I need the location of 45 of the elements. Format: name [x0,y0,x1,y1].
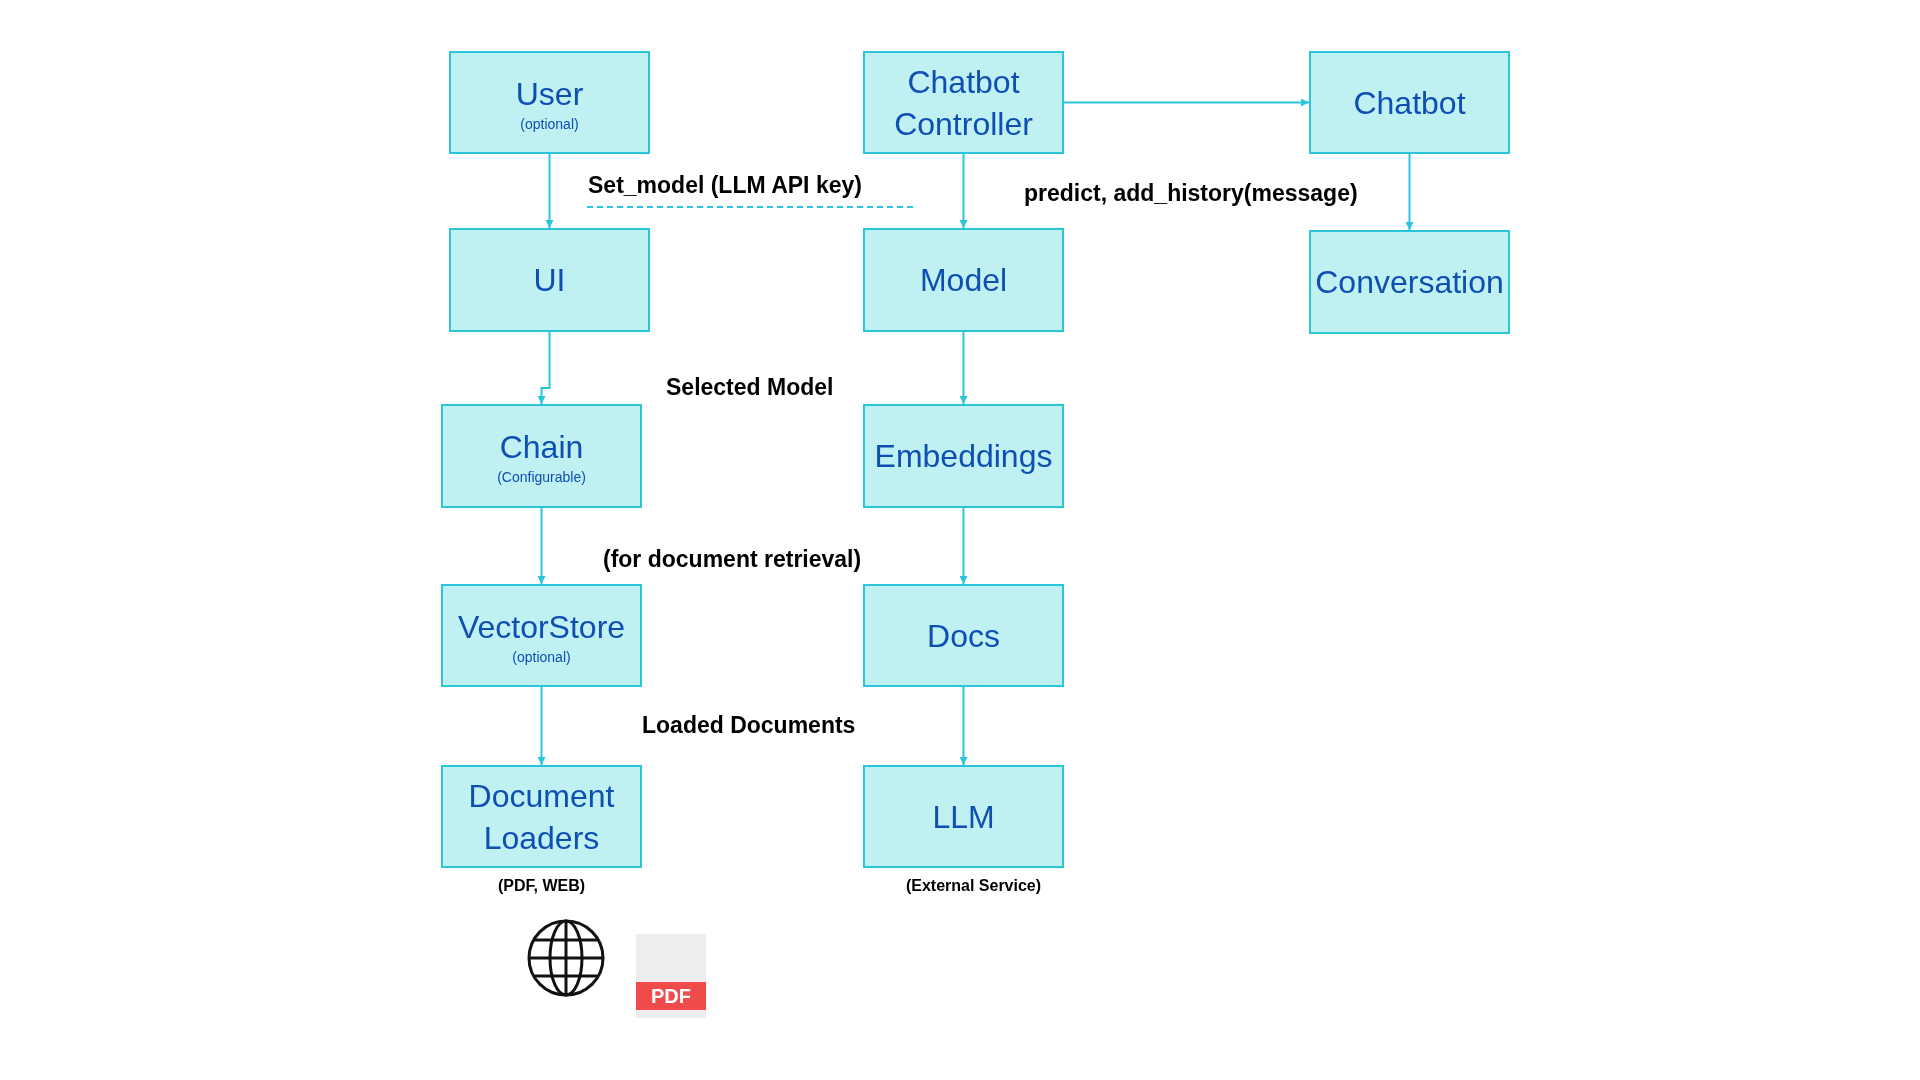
process-box [441,584,642,687]
arrow [1063,98,1310,107]
process-box [1309,230,1510,334]
box-title: Chatbot Controller [893,62,1034,144]
arrow [959,153,968,229]
note-text: Selected Model [666,373,834,402]
box-subtitle: (optional) [512,647,571,666]
box-title: Chain [499,428,584,467]
note-text: predict, add_history(message) [1024,179,1358,208]
box-title: VectorStore [457,607,626,647]
process-box [863,765,1064,868]
box-title: Docs [927,616,1000,656]
file-type-label: PDF [636,982,706,1010]
arrow [537,331,551,405]
arrow [537,507,546,585]
process-box [449,228,650,332]
box-title: Model [919,261,1008,300]
box-caption: (External Service) [904,876,1043,896]
arrow [537,686,546,766]
process-box [449,51,650,154]
box-title: Embeddings [874,437,1053,476]
box-title: LLM [932,797,995,837]
process-box [863,51,1064,154]
box-subtitle: (optional) [520,114,579,133]
box-subtitle: (Configurable) [497,468,586,486]
box-title: Conversation [1315,263,1504,302]
process-box [863,404,1064,508]
process-box [441,404,642,508]
note-text: Loaded Documents [642,711,856,740]
box-title: UI [533,261,566,300]
process-box [863,228,1064,332]
box-title: Document Loaders [467,776,616,858]
process-box [441,765,642,868]
note-text: Set_model (LLM API key) [588,171,862,200]
arrow [959,507,968,585]
box-title: User [515,74,584,114]
arrow [545,153,554,229]
process-box [863,584,1064,687]
arrow [959,686,968,766]
arrow [1405,153,1414,231]
arrow [959,331,968,405]
box-title: Chatbot [1353,83,1466,123]
process-box [1309,51,1510,154]
box-caption: (PDF, WEB) [496,876,587,896]
note-text: (for document retrieval) [603,545,862,574]
